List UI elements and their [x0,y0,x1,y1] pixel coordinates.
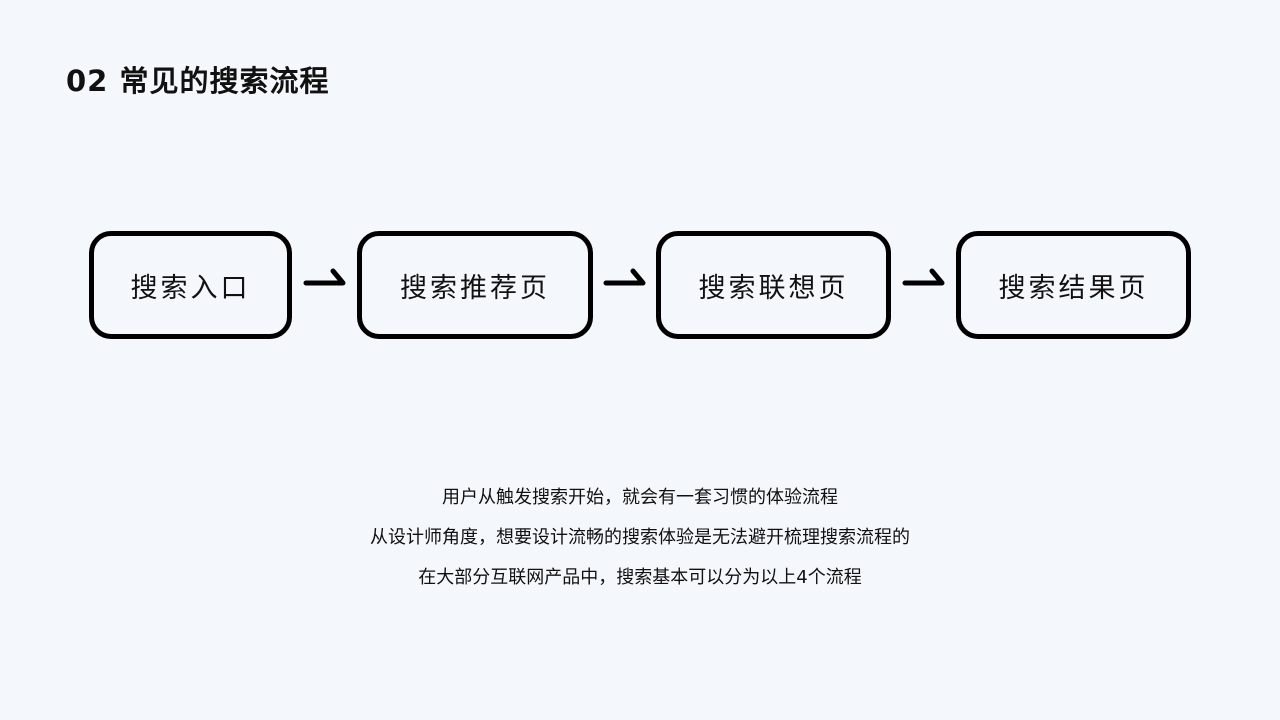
arrow-icon [603,268,646,286]
step-search-association-page: 搜索联想页 [656,231,891,339]
description-line: 用户从触发搜索开始，就会有一套习惯的体验流程 [442,487,838,508]
step-search-suggest-page: 搜索推荐页 [357,231,593,339]
description-line: 在大部分互联网产品中，搜索基本可以分为以上4个流程 [418,567,862,588]
step-search-entry: 搜索入口 [89,231,292,339]
description-line: 从设计师角度，想要设计流畅的搜索体验是无法避开梳理搜索流程的 [370,527,910,548]
arrow-icon [902,268,945,286]
page-title: 02 常见的搜索流程 [66,64,330,98]
step-search-result-page: 搜索结果页 [956,231,1191,339]
arrow-icon [303,268,346,286]
